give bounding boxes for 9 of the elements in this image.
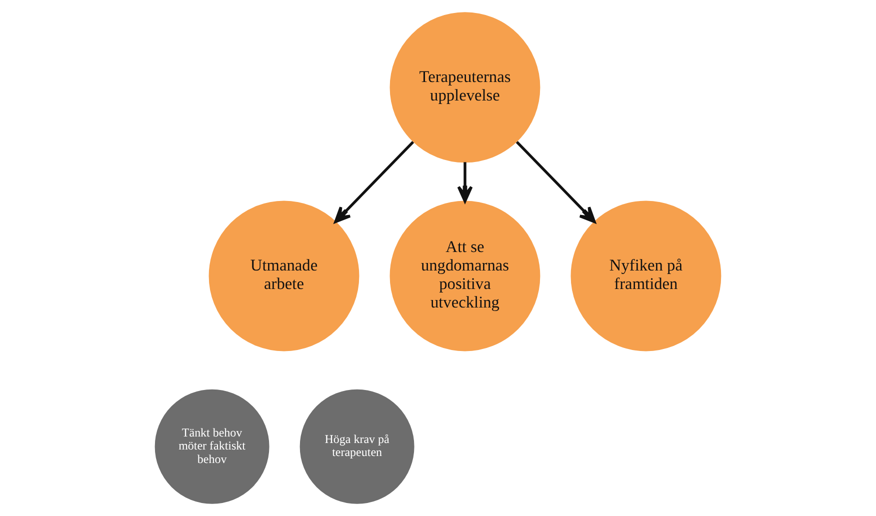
node-circle: Att se ungdomarnas positiva utveckling bbox=[390, 200, 540, 352]
node-circle: Tänkt behov möter faktiskt behov bbox=[154, 389, 270, 504]
arrow bbox=[334, 140, 414, 224]
node-circle: Nyfiken på framtiden bbox=[570, 200, 722, 352]
node-circle: Terapeuternas upplevelse bbox=[390, 12, 540, 163]
node-circle: Höga krav på terapeuten bbox=[300, 389, 414, 504]
node-circle: Utmanade arbete bbox=[208, 200, 360, 352]
arrow bbox=[457, 162, 473, 202]
arrow bbox=[516, 140, 596, 224]
